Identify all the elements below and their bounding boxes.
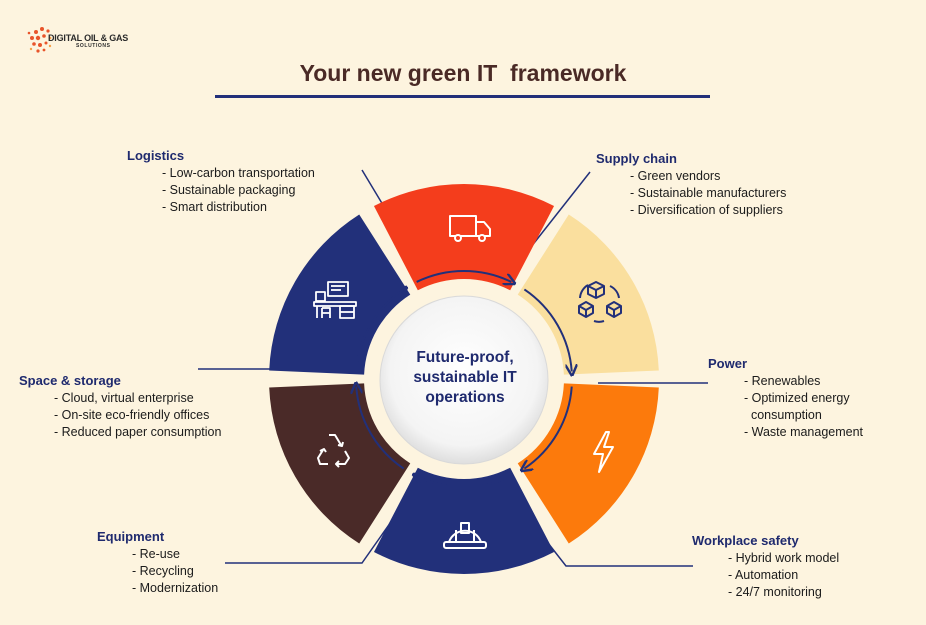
space-storage-item: - Cloud, virtual enterprise: [54, 391, 194, 405]
supply-chain-item: - Diversification of suppliers: [630, 203, 783, 217]
center-line-1: Future-proof,: [416, 349, 514, 366]
logistics-item: - Low-carbon transportation: [162, 166, 315, 180]
lightning-icon: [593, 431, 614, 473]
power-item: consumption: [744, 408, 822, 422]
space-storage-item: - On-site eco-friendly offices: [54, 408, 210, 422]
power-heading: Power: [708, 356, 748, 371]
truck-icon: [449, 215, 491, 242]
equipment-block: Equipment - Re-use - Recycling - Moderni…: [97, 528, 218, 597]
space-storage-block: Space & storage - Cloud, virtual enterpr…: [19, 372, 221, 441]
cycle-arrow: [524, 386, 573, 469]
segment-logistics: [373, 184, 555, 291]
logo-globe-icon: [27, 27, 52, 53]
logistics-block: Logistics - Low-carbon transportation - …: [127, 147, 315, 216]
cycle-arrow: [417, 476, 512, 488]
power-item: - Renewables: [744, 374, 821, 388]
space-storage-heading: Space & storage: [19, 373, 121, 388]
center-circle: [379, 295, 549, 465]
workplace-safety-block: Workplace safety - Hybrid work model - A…: [692, 532, 839, 601]
logistics-item: - Sustainable packaging: [162, 183, 296, 197]
supply-chain-item: - Green vendors: [630, 169, 721, 183]
power-item: - Waste management: [744, 425, 864, 439]
supply-chain-heading: Supply chain: [596, 151, 677, 166]
hard-hat-icon: [443, 522, 487, 549]
workplace-safety-item: - 24/7 monitoring: [728, 585, 822, 599]
boxes-cycle-icon: [578, 281, 622, 323]
cycle-arrow: [355, 289, 403, 372]
equipment-item: - Re-use: [132, 547, 180, 561]
center-line-3: operations: [425, 389, 505, 406]
leader-workplace-safety: [529, 519, 693, 567]
power-item: - Optimized energy: [744, 391, 850, 405]
office-desk-icon: [313, 281, 357, 319]
segment-power: [517, 383, 659, 544]
segment-space-storage: [269, 214, 411, 375]
logistics-item: - Smart distribution: [162, 200, 267, 214]
segment-workplace-safety: [373, 467, 555, 575]
center-line-2: sustainable IT: [413, 369, 517, 386]
cycle-arrow: [416, 270, 512, 282]
logistics-heading: Logistics: [127, 148, 185, 163]
supply-chain-block: Supply chain - Green vendors - Sustainab…: [596, 150, 786, 219]
workplace-safety-item: - Hybrid work model: [728, 551, 840, 565]
leader-supply-chain: [526, 171, 591, 253]
logo-name: DIGITAL OIL & GAS: [48, 33, 129, 43]
power-block: Power - Renewables - Optimized energy co…: [708, 355, 863, 441]
recycle-icon: [317, 434, 350, 468]
title-underline: [215, 95, 710, 98]
space-storage-item: - Reduced paper consumption: [54, 425, 222, 439]
workplace-safety-heading: Workplace safety: [692, 533, 799, 548]
workplace-safety-item: - Automation: [728, 568, 799, 582]
logo: DIGITAL OIL & GAS SOLUTIONS: [22, 16, 132, 60]
logo-sub: SOLUTIONS: [76, 43, 111, 49]
equipment-item: - Recycling: [132, 564, 194, 578]
cycle-arrow: [523, 288, 571, 371]
page-title: Your new green IT framework: [299, 60, 627, 86]
equipment-item: - Modernization: [132, 581, 219, 595]
cycle-arrow: [356, 387, 405, 470]
equipment-heading: Equipment: [97, 529, 165, 544]
center-label: Future-proof, sustainable IT operations: [398, 348, 532, 408]
supply-chain-item: - Sustainable manufacturers: [630, 186, 787, 200]
